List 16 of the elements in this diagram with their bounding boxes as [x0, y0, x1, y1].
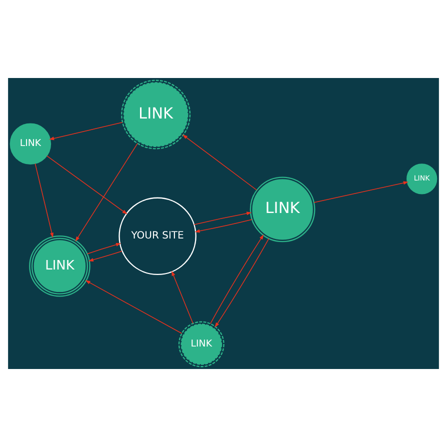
- arrow: [85, 280, 182, 334]
- arrow: [34, 163, 54, 238]
- arrow: [86, 243, 122, 254]
- arrow: [182, 134, 258, 191]
- arrow: [172, 270, 194, 324]
- arrow: [314, 181, 408, 203]
- arrow: [194, 219, 252, 233]
- arrow: [46, 155, 128, 214]
- arrow: [75, 143, 138, 242]
- arrow: [48, 122, 123, 140]
- arrow: [88, 250, 122, 262]
- arrow: [214, 238, 270, 328]
- node-circle: LINK: [10, 123, 52, 165]
- arrow: [210, 234, 264, 324]
- arrow: [194, 212, 252, 225]
- node-circle: LINK: [250, 176, 316, 242]
